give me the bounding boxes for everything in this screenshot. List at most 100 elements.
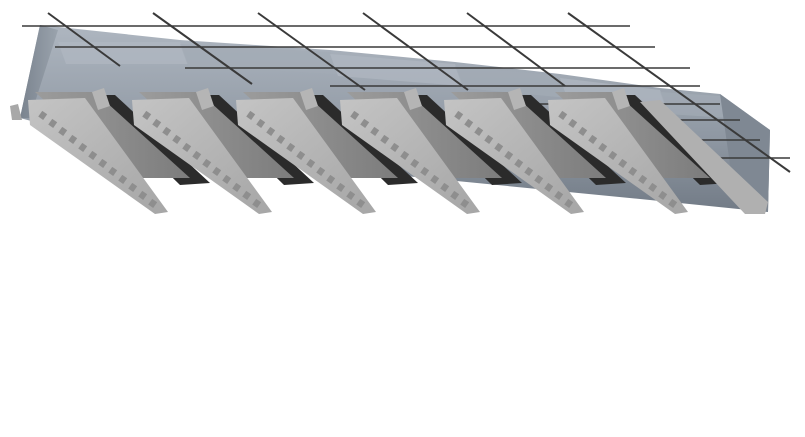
transverse-bar — [257, 12, 366, 91]
transverse-bar — [47, 12, 121, 67]
deck-rib — [132, 88, 314, 214]
rib-lip — [300, 88, 318, 110]
deck-rib — [28, 88, 210, 214]
rib-emboss — [192, 150, 202, 160]
rib-emboss — [316, 166, 326, 176]
transverse-bar — [362, 12, 469, 91]
rib-emboss — [400, 150, 410, 160]
rib-emboss — [252, 198, 262, 208]
rib-emboss — [356, 198, 366, 208]
rib-emboss — [172, 134, 182, 144]
slab-top-step — [180, 44, 338, 74]
rib-emboss — [410, 158, 420, 168]
rib-emboss — [162, 126, 172, 136]
rib-emboss — [668, 198, 678, 208]
rib-emboss — [78, 142, 88, 152]
rib-emboss — [182, 142, 192, 152]
rib-emboss — [276, 134, 286, 144]
rib-emboss — [98, 158, 108, 168]
rib-emboss — [232, 182, 242, 192]
rib-emboss — [514, 158, 524, 168]
rib-emboss — [484, 134, 494, 144]
rib-emboss — [370, 126, 380, 136]
rib-emboss — [558, 110, 568, 120]
rib-emboss — [242, 190, 252, 200]
rib-lip — [92, 88, 110, 110]
rib-emboss — [58, 126, 68, 136]
rib-emboss — [494, 142, 504, 152]
rib-emboss — [118, 174, 128, 184]
rib-lip — [508, 88, 526, 110]
rib-lip — [404, 88, 422, 110]
rib-emboss — [306, 158, 316, 168]
deck-rib — [236, 88, 418, 214]
slab-right-end — [720, 94, 770, 212]
slab-top-step — [58, 42, 188, 64]
rib-emboss — [152, 118, 162, 128]
rib-emboss — [128, 182, 138, 192]
rib-emboss — [658, 190, 668, 200]
rib-emboss — [504, 150, 514, 160]
slab-top-step — [660, 92, 728, 118]
rib-emboss — [266, 126, 276, 136]
rib-emboss — [138, 190, 148, 200]
rib-emboss — [638, 174, 648, 184]
transverse-bar — [567, 12, 791, 173]
rib-emboss — [202, 158, 212, 168]
rib-emboss — [390, 142, 400, 152]
steel-deck-ribs — [10, 88, 768, 214]
rib-emboss — [554, 190, 564, 200]
rib-emboss — [48, 118, 58, 128]
rib-emboss — [68, 134, 78, 144]
rib-emboss — [440, 182, 450, 192]
slab-end-face — [20, 25, 58, 118]
rib-emboss — [450, 190, 460, 200]
deck-rib — [340, 88, 522, 214]
deck-rib — [444, 88, 626, 214]
rib-emboss — [296, 150, 306, 160]
rib-emboss — [142, 110, 152, 120]
slab-top-step — [455, 66, 568, 98]
rib-emboss — [420, 166, 430, 176]
deck-edge-right — [640, 100, 768, 214]
rib-emboss — [108, 166, 118, 176]
transverse-rebar — [47, 12, 791, 173]
rib-emboss — [564, 198, 574, 208]
rib-emboss — [88, 150, 98, 160]
rib-emboss — [148, 198, 158, 208]
rib-emboss — [454, 110, 464, 120]
rib-emboss — [544, 182, 554, 192]
transverse-bar — [152, 12, 253, 85]
rib-emboss — [38, 110, 48, 120]
rib-emboss — [350, 110, 360, 120]
rib-lip — [612, 88, 630, 110]
rib-emboss — [534, 174, 544, 184]
rib-emboss — [222, 174, 232, 184]
rib-emboss — [464, 118, 474, 128]
deck-edge-left — [10, 104, 22, 120]
rib-emboss — [286, 142, 296, 152]
rib-emboss — [380, 134, 390, 144]
rib-emboss — [588, 134, 598, 144]
rib-emboss — [524, 166, 534, 176]
rib-emboss — [598, 142, 608, 152]
rib-emboss — [608, 150, 618, 160]
rib-emboss — [246, 110, 256, 120]
rib-emboss — [346, 190, 356, 200]
rib-emboss — [618, 158, 628, 168]
rib-emboss — [212, 166, 222, 176]
rib-emboss — [256, 118, 266, 128]
rib-emboss — [336, 182, 346, 192]
rib-emboss — [628, 166, 638, 176]
rib-emboss — [474, 126, 484, 136]
transverse-bar — [466, 12, 566, 87]
rib-emboss — [568, 118, 578, 128]
rib-emboss — [460, 198, 470, 208]
rib-emboss — [360, 118, 370, 128]
rib-emboss — [648, 182, 658, 192]
rib-emboss — [430, 174, 440, 184]
rib-lip — [196, 88, 214, 110]
rib-emboss — [578, 126, 588, 136]
